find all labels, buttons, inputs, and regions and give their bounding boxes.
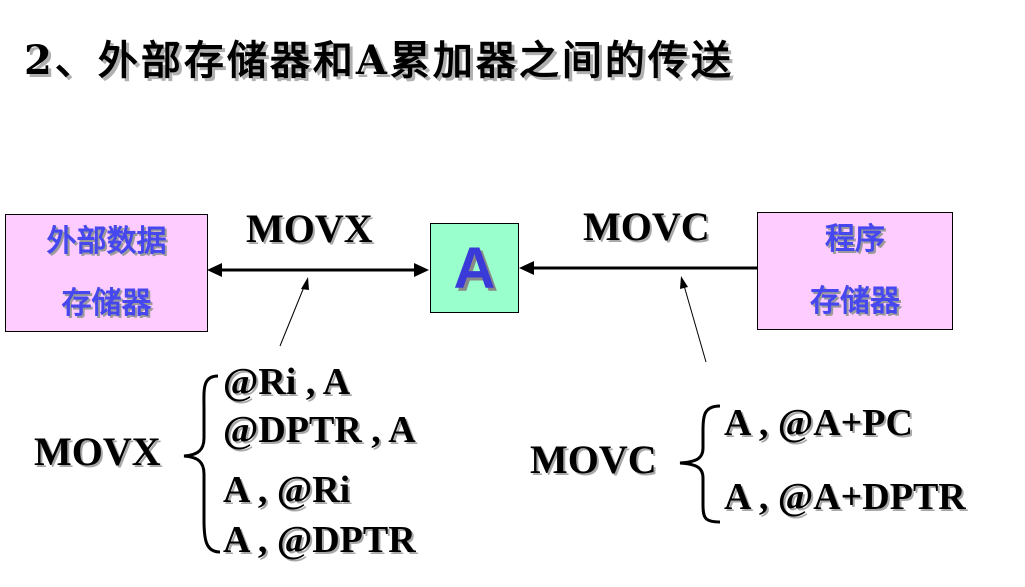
page-title: 2、外部存储器和A累加器之间的传送 [24,37,734,84]
movc-arrow-label: MOVC [583,204,710,249]
program-memory-box: 程序 存储器 [757,212,953,330]
external-data-memory-label-line1: 外部数据 [46,224,167,259]
movc-pointer-head [680,276,688,289]
movx-brace [183,374,221,554]
movc-pointer-line [682,281,707,363]
movc-operand: A , @A+DPTR [724,476,966,518]
movx-pointer-line [279,281,307,347]
program-memory-label-line1: 程序 [825,222,885,257]
movx-arrow-head-right [414,263,429,277]
movc-arrow-head [519,261,534,275]
movc-brace [679,404,721,524]
movx-operand: @DPTR , A [223,409,416,451]
movx-group-mnemonic: MOVX [34,429,161,474]
movc-operand: A , @A+PC [724,402,913,444]
external-data-memory-label-line2: 存储器 [61,286,152,321]
external-data-memory-box: 外部数据 存储器 [5,214,208,332]
movx-pointer-head [301,277,309,290]
movc-group-mnemonic: MOVC [530,437,657,482]
movx-operand: A , @Ri [223,469,351,511]
movx-arrow-head-left [207,263,222,277]
movx-arrow-label: MOVX [246,206,373,251]
movx-operand: @Ri , A [223,361,351,403]
movx-operand: A , @DPTR [223,519,416,561]
accumulator-box: A [430,223,519,313]
accumulator-label: A [453,235,496,301]
program-memory-label-line2: 存储器 [810,284,900,319]
